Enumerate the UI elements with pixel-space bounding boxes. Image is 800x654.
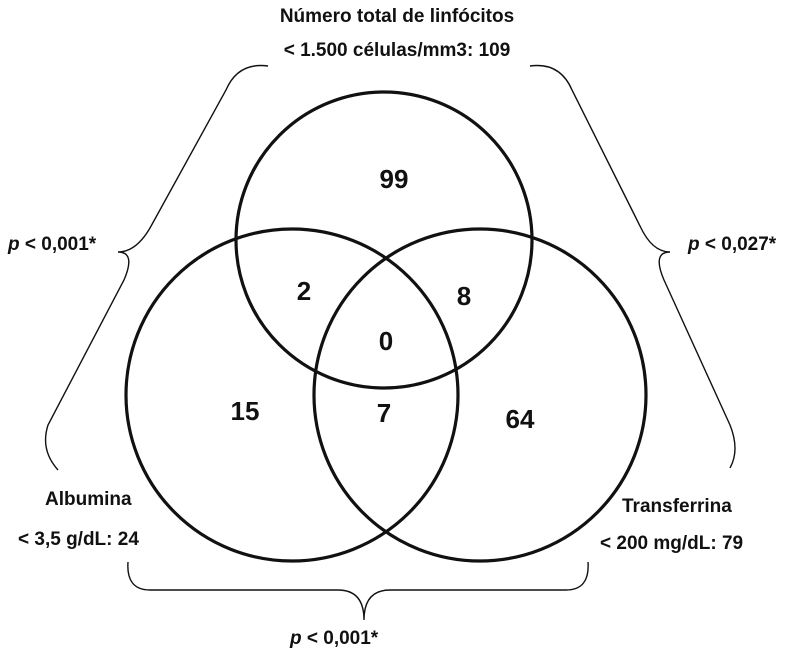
circle-albumina [124, 227, 460, 563]
label-albumina-title: Albumina [45, 489, 132, 510]
pvalue-left-p: p [7, 234, 20, 255]
pvalue-right: p < 0,027* [687, 234, 777, 255]
count-all-three: 0 [379, 326, 393, 356]
count-albumina-transferrina: 7 [377, 398, 391, 428]
count-transferrina-only: 64 [506, 404, 535, 434]
brace-left [44, 64, 269, 471]
label-linfocitos-title: Número total de linfócitos [280, 6, 514, 27]
brace-right [529, 64, 736, 469]
pvalue-bottom: p < 0,001* [289, 628, 379, 649]
count-albumina-only: 15 [231, 396, 260, 426]
label-transferrina-criterion: < 200 mg/dL: 79 [600, 533, 743, 554]
count-linfocitos-transferrina: 8 [457, 281, 471, 311]
brace-bottom [127, 561, 589, 621]
label-transferrina-title: Transferrina [622, 496, 732, 517]
count-linfocitos-only: 99 [380, 164, 409, 194]
pvalue-bottom-text: < 0,001* [302, 628, 379, 649]
pvalue-right-p: p [687, 234, 700, 255]
pvalue-left: p < 0,001* [7, 234, 97, 255]
count-linfocitos-albumina: 2 [297, 276, 311, 306]
pvalue-left-text: < 0,001* [20, 234, 97, 255]
circle-transferrina [312, 227, 648, 563]
pvalue-bottom-p: p [289, 628, 302, 649]
label-albumina-criterion: < 3,5 g/dL: 24 [18, 529, 139, 550]
pvalue-right-text: < 0,027* [700, 234, 777, 255]
label-linfocitos-criterion: < 1.500 células/mm3: 109 [284, 40, 511, 61]
